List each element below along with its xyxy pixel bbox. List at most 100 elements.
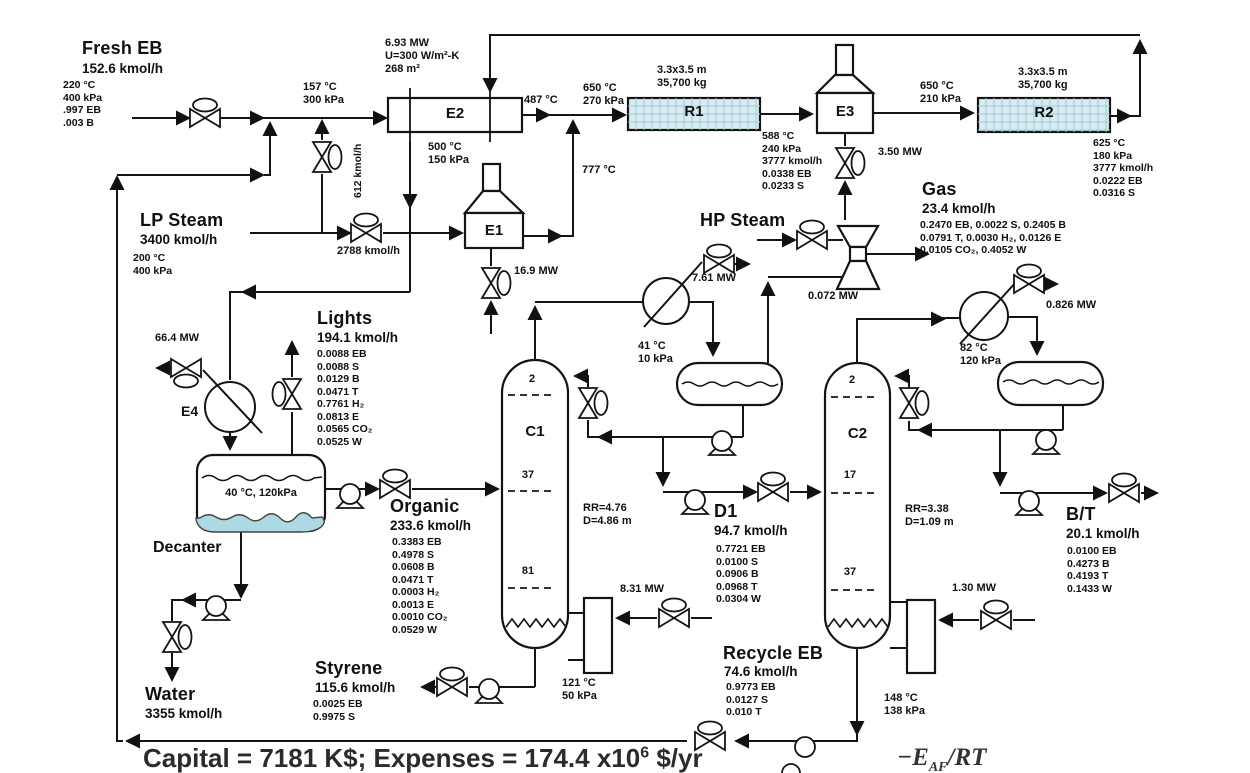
- reactor-r2: [976, 96, 1112, 134]
- c1-reboiler-duty: 8.31 MW: [620, 583, 665, 595]
- c2-reboiler-duty: 1.30 MW: [952, 582, 997, 594]
- bt-valve: [1108, 472, 1140, 504]
- furnace-e1: [462, 162, 526, 250]
- decanter-vessel: [195, 453, 327, 533]
- c2-reflux-valve: [898, 387, 930, 419]
- e4-label: E4: [181, 403, 199, 419]
- c2-reflux-pump: [1030, 429, 1062, 455]
- fresh-eb-flow: 152.6 kmol/h: [82, 61, 164, 76]
- hp-steam-title: HP Steam: [700, 210, 786, 230]
- styrene-pump: [473, 678, 505, 704]
- reflux-drum-c1: [675, 361, 784, 407]
- r1-label: R1: [684, 103, 704, 120]
- furnace-e3: [814, 43, 876, 135]
- steam-branch-flow: 612 kmol/h: [352, 143, 364, 198]
- condenser-c1: [642, 261, 703, 328]
- c2-condenser-duty: 0.826 MW: [1046, 299, 1097, 311]
- bt-title: B/T: [1066, 504, 1096, 524]
- c2-tray-2: 2: [848, 374, 856, 386]
- water-title: Water: [145, 684, 196, 704]
- cooler-e4: [202, 369, 263, 434]
- water-flow: 3355 kmol/h: [145, 706, 223, 721]
- d1-flow: 94.7 kmol/h: [714, 523, 788, 538]
- e1-outlet-temp: 777 °C: [582, 164, 616, 176]
- process-lines: [109, 34, 1159, 749]
- c1-reflux-pump: [706, 430, 738, 456]
- lights-valve: [271, 378, 303, 410]
- c1-tray-81: 81: [521, 565, 535, 577]
- column-c1: [500, 358, 570, 650]
- styrene-valve: [436, 666, 468, 698]
- cutoff-pump: [781, 763, 801, 773]
- organic-pump: [334, 483, 366, 509]
- fresh-eb-title: Fresh EB: [82, 38, 163, 58]
- e4-duty-valve: [170, 357, 202, 389]
- d1-title: D1: [714, 501, 738, 521]
- e4-duty: 66.4 MW: [155, 332, 200, 344]
- water-valve: [161, 621, 193, 653]
- reboiler-c1: [582, 596, 614, 675]
- recycle-eb-title: Recycle EB: [723, 643, 824, 663]
- c1-condenser-duty: 7.61 MW: [692, 272, 737, 284]
- decanter-aqueous-layer: [195, 512, 325, 533]
- gas-flow: 23.4 kmol/h: [922, 201, 996, 216]
- condenser-c2: [959, 281, 1017, 345]
- c1-condenser-duty-valve: [703, 243, 735, 275]
- e3-label: E3: [835, 103, 855, 120]
- column-c2: [823, 361, 892, 650]
- bt-pump: [1013, 490, 1045, 516]
- heat-exchanger-e2: [386, 88, 524, 142]
- gas-title: Gas: [922, 179, 957, 199]
- water-pump: [200, 595, 232, 621]
- c2-condenser-duty-valve: [1013, 263, 1045, 295]
- ejector-duty: 0.072 MW: [808, 290, 859, 302]
- e3-fuel-valve: [834, 147, 866, 179]
- styrene-title: Styrene: [315, 658, 383, 678]
- lp-steam-valve: [350, 212, 382, 244]
- e1-fuel-duty: 16.9 MW: [514, 265, 559, 277]
- organic-valve: [379, 468, 411, 500]
- r2-label: R2: [1034, 104, 1054, 121]
- reflux-drum-c2: [996, 360, 1105, 407]
- bt-flow: 20.1 kmol/h: [1066, 526, 1140, 541]
- lp-steam-title: LP Steam: [140, 210, 224, 230]
- cost-caption: Capital = 7181 K$; Expenses = 174.4 x106…: [143, 743, 703, 773]
- e3-fuel-duty: 3.50 MW: [878, 146, 923, 158]
- d1-valve: [757, 471, 789, 503]
- e1-label: E1: [484, 222, 504, 239]
- e2-label: E2: [445, 105, 465, 122]
- recycle-eb-flow: 74.6 kmol/h: [724, 664, 798, 679]
- e1-fuel-valve: [480, 267, 512, 299]
- steam-ejector: [835, 224, 881, 291]
- c1-label: C1: [525, 423, 545, 440]
- recycle-eb-valve: [694, 720, 726, 752]
- fresh-eb-valve: [189, 97, 221, 129]
- e2-outlet-temp: 487 °C: [524, 94, 558, 106]
- c1-reboiler-steam-valve: [658, 597, 690, 629]
- arrhenius-formula-fragment: −EAF/RT: [897, 744, 987, 773]
- hp-steam-valve: [796, 219, 828, 251]
- c1-tray-2: 2: [528, 373, 536, 385]
